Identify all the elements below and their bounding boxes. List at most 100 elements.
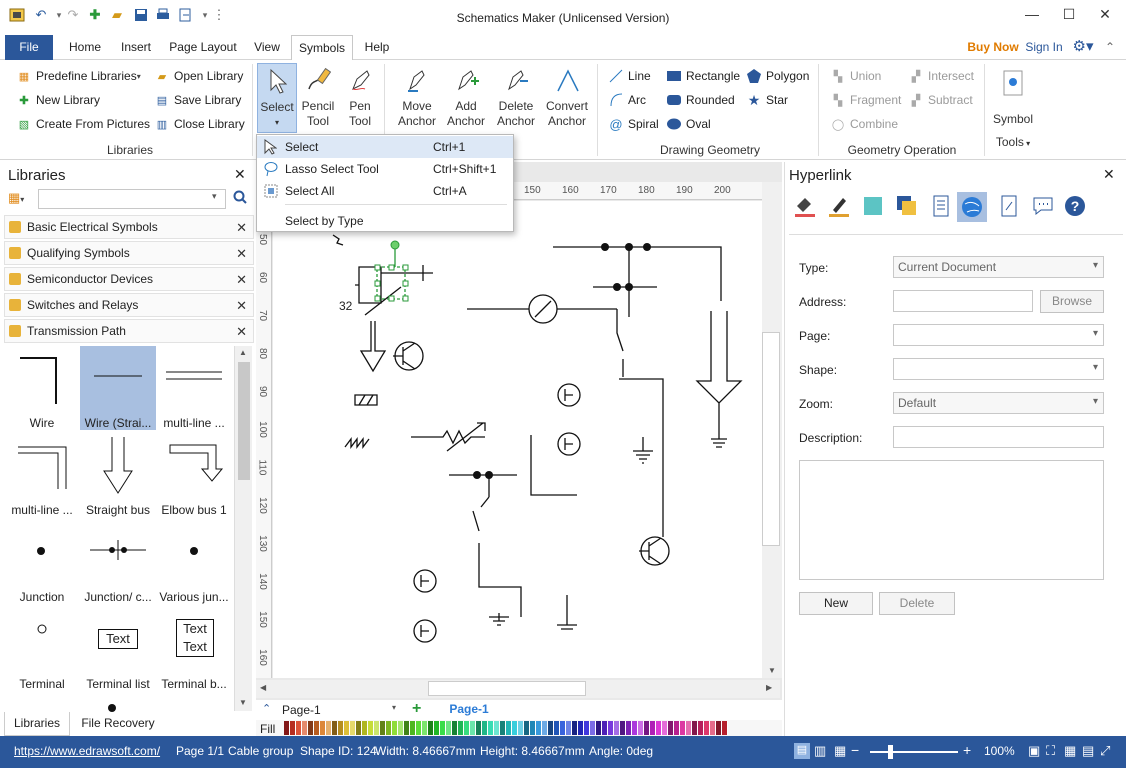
shape-select[interactable] [893,358,1104,380]
color-swatch[interactable] [296,721,302,735]
library-group-semiconductor[interactable]: Semiconductor Devices✕ [4,267,254,291]
browse-button[interactable]: Browse [1040,290,1104,313]
color-swatch[interactable] [512,721,518,735]
hyperlink-globe-icon[interactable] [957,192,987,222]
color-swatch[interactable] [692,721,698,735]
save-library-button[interactable]: ▤Save Library [154,90,242,110]
color-swatch[interactable] [416,721,422,735]
color-swatch[interactable] [536,721,542,735]
color-swatch[interactable] [332,721,338,735]
fullscreen-icon[interactable]: ⛶ [1046,743,1056,758]
shape-terminal-list[interactable]: Text Terminal list [80,607,156,691]
help-icon[interactable]: ? [1063,194,1089,220]
predefine-libraries-button[interactable]: ▦Predefine Libraries▾ [16,66,141,86]
select-tool-button[interactable]: Select ▾ [257,63,297,133]
shape-elbow-bus[interactable]: Elbow bus 1 [156,433,232,517]
drawing-page[interactable]: t° 32 [273,201,762,678]
color-swatch[interactable] [644,721,650,735]
layout-icon[interactable]: ▤ [1082,743,1095,758]
color-swatch[interactable] [632,721,638,735]
fragment-button[interactable]: ▚Fragment [830,90,902,110]
color-swatch[interactable] [362,721,368,735]
combine-button[interactable]: ◯Combine [830,114,898,134]
color-swatch[interactable] [674,721,680,735]
tab-page-layout[interactable]: Page Layout [169,40,237,54]
color-swatch[interactable] [398,721,404,735]
color-swatch[interactable] [302,721,308,735]
library-search-input[interactable] [38,189,226,209]
description-input[interactable] [893,426,1104,448]
color-swatch[interactable] [542,721,548,735]
color-swatch[interactable] [482,721,488,735]
color-swatch[interactable] [596,721,602,735]
close-group-icon[interactable]: ✕ [236,246,247,261]
library-group-basic-electrical[interactable]: Basic Electrical Symbols✕ [4,215,254,239]
color-swatch[interactable] [620,721,626,735]
color-swatch[interactable] [386,721,392,735]
shape-wire-straight[interactable]: Wire (Strai... [80,346,156,430]
more-icon[interactable]: ⋮ [212,7,226,22]
color-swatch[interactable] [704,721,710,735]
libraries-scrollbar[interactable]: ▲ ▼ [234,346,252,711]
color-swatch[interactable] [440,721,446,735]
color-swatch[interactable] [608,721,614,735]
star-button[interactable]: ★Star [746,90,788,110]
color-swatch[interactable] [518,721,524,735]
arc-button[interactable]: Arc [608,90,646,110]
buy-now-link[interactable]: Buy Now [967,40,1019,54]
color-swatches[interactable] [284,721,728,735]
color-swatch[interactable] [650,721,656,735]
delete-anchor-button[interactable]: Delete Anchor [492,63,540,129]
library-menu-icon[interactable]: ▦▾ [8,190,25,205]
color-swatch[interactable] [722,721,728,735]
symbol-tools-button[interactable]: Symbol Tools ▾ [988,66,1038,151]
scroll-left-icon[interactable]: ◀ [260,683,267,692]
color-swatch[interactable] [434,721,440,735]
tab-libraries[interactable]: Libraries [4,712,70,736]
address-input[interactable] [893,290,1033,312]
comment-icon[interactable] [1031,194,1057,220]
color-swatch[interactable] [524,721,530,735]
color-swatch[interactable] [626,721,632,735]
color-swatch[interactable] [404,721,410,735]
new-library-button[interactable]: ✚New Library [16,90,100,110]
color-swatch[interactable] [500,721,506,735]
shape-straight-bus[interactable]: Straight bus [80,433,156,517]
color-swatch[interactable] [554,721,560,735]
hyperlink-list[interactable] [799,460,1104,580]
fill-bucket-icon[interactable] [793,194,819,220]
new-icon[interactable]: ✚ [89,7,101,22]
search-dropdown-icon[interactable]: ▾ [212,191,217,201]
color-swatch[interactable] [284,721,290,735]
close-group-icon[interactable]: ✕ [236,324,247,339]
canvas-horizontal-scrollbar[interactable]: ◀ ▶ [256,680,780,698]
shape-various-junction[interactable]: Various jun... [156,520,232,604]
color-swatch[interactable] [506,721,512,735]
subtract-button[interactable]: ▞Subtract [908,90,973,110]
schematic-drawing[interactable]: t° [273,201,762,678]
tab-file[interactable]: File [5,35,53,60]
color-swatch[interactable] [686,721,692,735]
canvas-hscroll-thumb[interactable] [428,681,586,696]
color-swatch[interactable] [320,721,326,735]
library-group-qualifying[interactable]: Qualifying Symbols✕ [4,241,254,265]
color-swatch[interactable] [476,721,482,735]
color-swatch[interactable] [548,721,554,735]
color-swatch[interactable] [578,721,584,735]
color-swatch[interactable] [452,721,458,735]
zoom-out-icon[interactable]: − [851,742,860,758]
line-color-icon[interactable] [827,194,853,220]
color-swatch[interactable] [530,721,536,735]
color-swatch[interactable] [716,721,722,735]
pencil-tool-button[interactable]: Pencil Tool [300,63,336,129]
close-library-button[interactable]: ▥Close Library [154,114,245,134]
rounded-button[interactable]: Rounded [666,90,735,110]
tab-help[interactable]: Help [364,40,390,54]
color-swatch[interactable] [350,721,356,735]
new-hyperlink-button[interactable]: New [799,592,873,615]
redo-icon[interactable]: ↷ [67,7,79,22]
shape-junction[interactable]: Junction [4,520,80,604]
